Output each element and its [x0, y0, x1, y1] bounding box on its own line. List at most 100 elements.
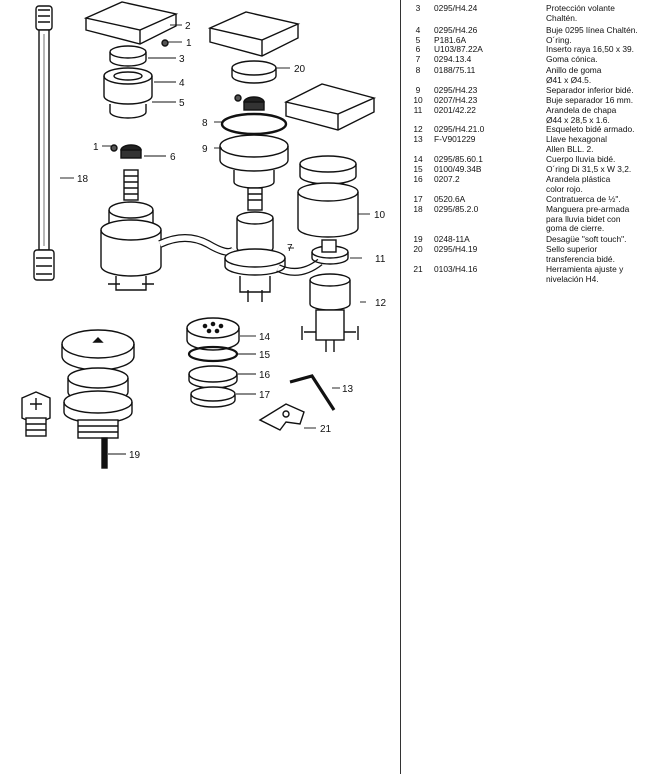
description-line: Arandela de chapa: [546, 105, 617, 115]
part-code: 0295/85.2.0: [434, 204, 479, 214]
description-line: O´ring Di 31,5 x W 3,2.: [546, 164, 632, 174]
description-line: Buje 0295 línea Chaltén.: [546, 25, 638, 35]
callout-14: 14: [259, 332, 271, 343]
callout-16: 16: [259, 370, 271, 381]
square-cap-right: [283, 83, 377, 238]
part-code: 0295/H4.24: [434, 3, 478, 13]
part-number: 21: [413, 264, 423, 274]
callout-1: 1: [186, 38, 192, 49]
description-line: Ø44 x 28,5 x 1.6.: [546, 114, 610, 125]
shower-body-stack: [186, 317, 240, 408]
callout-labels: 2 1 3 4 5 1 6 18 8 9 20 10 7 11 12 13 14…: [77, 21, 387, 461]
callout-19: 19: [129, 450, 141, 461]
allen-key: [289, 374, 336, 411]
valve-body-right: [301, 239, 359, 352]
description-line: Sello superior: [546, 244, 598, 254]
hex-nut: [21, 391, 51, 437]
part-number: 20: [413, 244, 423, 254]
description-line: transferencia bidé.: [546, 253, 615, 264]
description-line: Separador inferior bidé.: [546, 85, 634, 95]
part-code: 0188/75.11: [434, 65, 476, 75]
part-description: Esqueleto bidé armado.: [546, 124, 643, 135]
description-line: Anillo de goma: [546, 65, 602, 75]
part-description: Goma cónica.: [546, 54, 643, 65]
callout-21: 21: [320, 424, 332, 435]
part-number: 17: [413, 194, 423, 204]
part-number: 19: [413, 234, 423, 244]
part-code: 0295/H4.26: [434, 25, 478, 35]
description-line: Desagüe "soft touch".: [546, 234, 627, 244]
callout-9: 9: [202, 144, 208, 155]
callout-17: 17: [259, 390, 271, 401]
callout-15: 15: [259, 350, 271, 361]
description-line: color rojo.: [546, 183, 583, 194]
description-line: Protección volante: [546, 3, 615, 13]
callout-8: 8: [202, 118, 208, 129]
part-description: O´ring Di 31,5 x W 3,2.: [546, 164, 643, 175]
part-code: 0248-11A: [434, 234, 470, 244]
bushing-stack-left: [103, 45, 153, 119]
part-description: Cuerpo lluvia bidé.: [546, 154, 643, 165]
part-number: 8: [415, 65, 421, 75]
description-line: Arandela plástica: [546, 174, 611, 184]
description-line: Chaltén.: [546, 12, 578, 23]
part-code: 0295/H4.21.0: [434, 124, 485, 134]
description-line: Contratuerca de ½".: [546, 194, 621, 204]
part-description: Desagüe "soft touch".: [546, 234, 643, 245]
part-number: 4: [415, 25, 421, 35]
hose-part: [33, 5, 55, 281]
lower-separator: [219, 134, 289, 158]
callout-11: 11: [375, 254, 386, 265]
part-number: 12: [413, 124, 423, 134]
part-code: 0294.13.4: [434, 54, 472, 64]
part-number: 5: [415, 35, 421, 45]
part-code: U103/87.22A: [434, 44, 483, 54]
callout-13: 13: [342, 384, 354, 395]
description-line: Herramienta ajuste y: [546, 264, 624, 274]
description-line: nivelación H4.: [546, 273, 599, 284]
callout-3: 3: [179, 54, 185, 65]
part-number: 6: [415, 44, 421, 54]
part-number: 14: [413, 154, 423, 164]
part-number: 16: [413, 174, 423, 184]
description-line: Buje separador 16 mm.: [546, 95, 634, 105]
description-line: Cuerpo lluvia bidé.: [546, 154, 616, 164]
callout-10: 10: [374, 210, 386, 221]
part-code: P181.6A: [434, 35, 467, 45]
callout-12: 12: [375, 298, 387, 309]
rubber-ring: [220, 112, 288, 136]
exploded-parts-diagram: 2 1 3 4 5 1 6 18 8 9 20 10 7 11 12 13 14…: [21, 1, 387, 469]
part-number: 13: [413, 134, 423, 144]
insert-part: [110, 144, 142, 159]
part-number: 3: [415, 3, 421, 13]
part-code: 0520.6A: [434, 194, 466, 204]
part-description: Inserto raya 16,50 x 39.: [546, 44, 643, 55]
part-description: O´ring.: [546, 35, 643, 46]
callout-20: 20: [294, 64, 306, 75]
description-line: Esqueleto bidé armado.: [546, 124, 635, 134]
part-code: 0100/49.34B: [434, 164, 482, 174]
part-description: Separador inferior bidé.: [546, 85, 643, 96]
part-code: 0207/H4.23: [434, 95, 478, 105]
callout-5: 5: [179, 98, 185, 109]
callout-4: 4: [179, 78, 185, 89]
leader-lines: [60, 24, 370, 455]
callout-18: 18: [77, 174, 89, 185]
part-code: 0207.2: [434, 174, 460, 184]
valve-body-left: [100, 169, 162, 291]
description-line: Ø41 x Ø4.5.: [546, 74, 592, 85]
part-description: Buje 0295 línea Chaltén.: [546, 25, 643, 36]
part-description: Buje separador 16 mm.: [546, 95, 643, 106]
description-line: O´ring.: [546, 35, 572, 45]
adjust-tool: [258, 403, 305, 431]
part-code: 0295/H4.23: [434, 85, 478, 95]
part-description: Contratuerca de ½".: [546, 194, 643, 205]
callout-6: 6: [170, 152, 176, 163]
drain-part: [61, 329, 135, 469]
